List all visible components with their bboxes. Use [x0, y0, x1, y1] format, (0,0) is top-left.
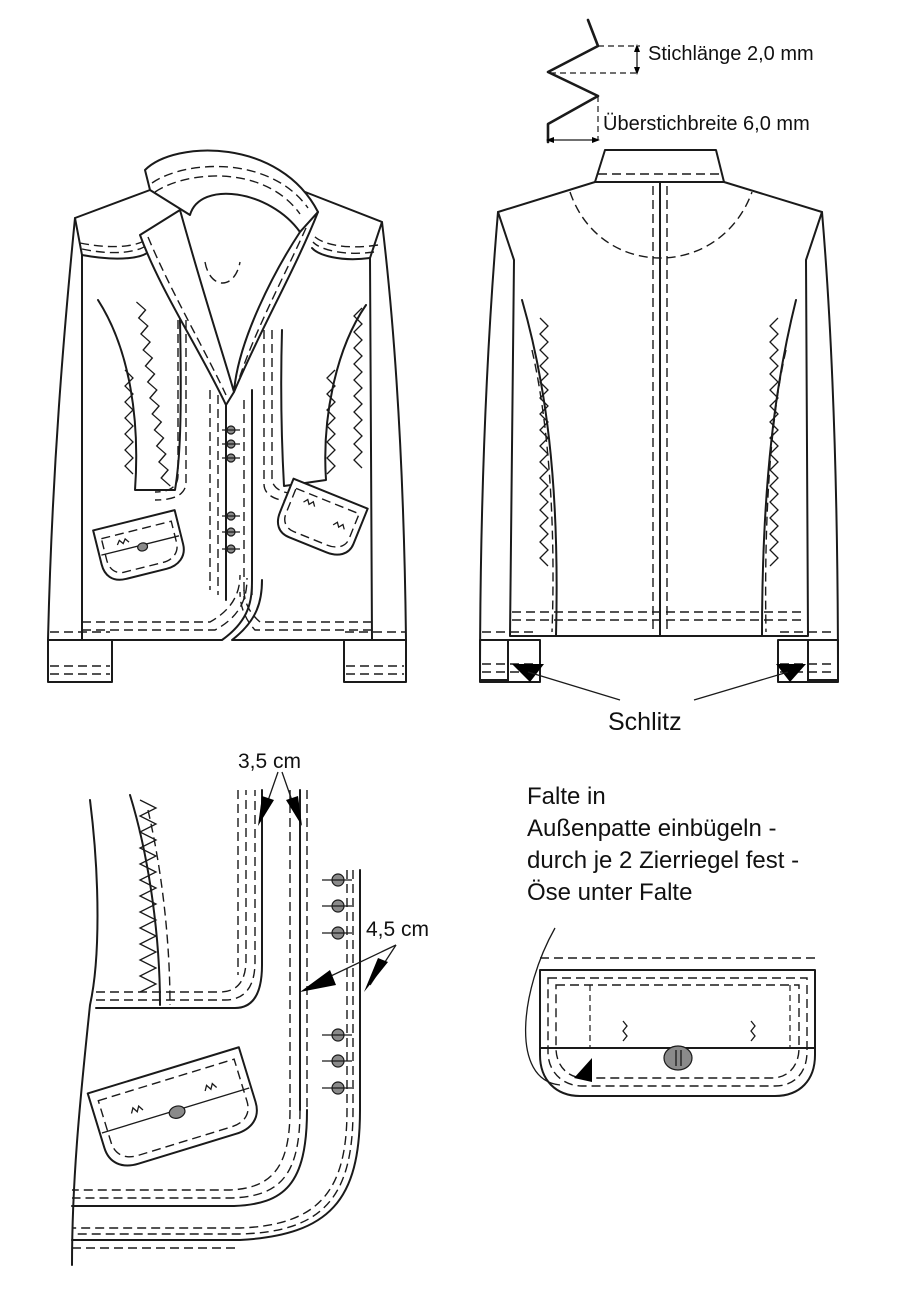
left-pocket-flap [92, 509, 185, 581]
right-cuff [343, 639, 407, 683]
front-detail-view: 3,5 cm 4,5 cm [71, 750, 429, 1266]
front-buttons [222, 425, 240, 554]
left-lapel [139, 209, 235, 406]
detail-side-contour [71, 799, 99, 1266]
front-left-panel [74, 189, 253, 641]
zigzag-stitch-icon [546, 18, 600, 144]
left-cuff [47, 639, 113, 683]
back-right-side-seam [761, 299, 797, 637]
flap-note-leader [524, 927, 561, 1086]
back-collar [594, 149, 725, 183]
flap-note-line-3: durch je 2 Zierriegel fest - [527, 847, 799, 874]
right-lapel [233, 211, 319, 393]
stitch-width-label: Überstichbreite 6,0 mm [603, 113, 810, 135]
flap-note-line-4: Öse unter Falte [527, 879, 692, 906]
back-left-side-seam [521, 299, 558, 637]
jacket-back-view: Schlitz [479, 149, 839, 736]
back-right-sleeve [807, 211, 839, 681]
button-icon [168, 1105, 186, 1119]
pointer-arrow-icon [258, 796, 274, 826]
front-right-panel [231, 189, 383, 641]
vent-label: Schlitz [608, 708, 682, 736]
left-vent-marker [512, 664, 544, 682]
right-vent-marker [776, 664, 806, 682]
pointer-arrow-icon [364, 958, 388, 992]
right-sleeve [343, 221, 407, 641]
right-princess-seam [280, 304, 367, 487]
stitch-length-label: Stichlänge 2,0 mm [648, 43, 814, 65]
flap-outline [539, 969, 816, 1097]
measure-front-label: 4,5 cm [366, 918, 429, 941]
detail-pocket-flap [86, 1046, 258, 1167]
button-icon [137, 542, 149, 552]
pointer-arrow-icon [574, 1058, 592, 1082]
flap-detail-view: Falte in Außenpatte einbügeln - durch je… [524, 783, 816, 1097]
zigzag-stitch-icon [622, 1020, 628, 1042]
right-pocket-flap [277, 477, 369, 556]
flap-note-line-2: Außenpatte einbügeln - [527, 815, 777, 842]
detail-zigzag-seam [129, 794, 161, 1006]
detail-front-panel-edge [95, 789, 263, 1009]
eyelet-icon [663, 1045, 693, 1071]
zigzag-stitch-diagram: Stichlänge 2,0 mm Überstichbreite 6,0 mm [546, 18, 814, 144]
detail-buttons [322, 873, 352, 1095]
zigzag-stitch-icon [750, 1020, 756, 1042]
pointer-arrow-icon [300, 970, 336, 992]
detail-front-edge [71, 869, 361, 1241]
back-left-cuff [479, 639, 541, 683]
pointer-arrow-icon [286, 796, 302, 826]
measure-lapel-label: 3,5 cm [238, 750, 301, 773]
jacket-front-view [47, 149, 407, 683]
left-sleeve [47, 217, 113, 641]
back-left-sleeve [479, 211, 509, 681]
left-princess-seam [97, 299, 182, 491]
flap-note-line-1: Falte in [527, 783, 606, 810]
